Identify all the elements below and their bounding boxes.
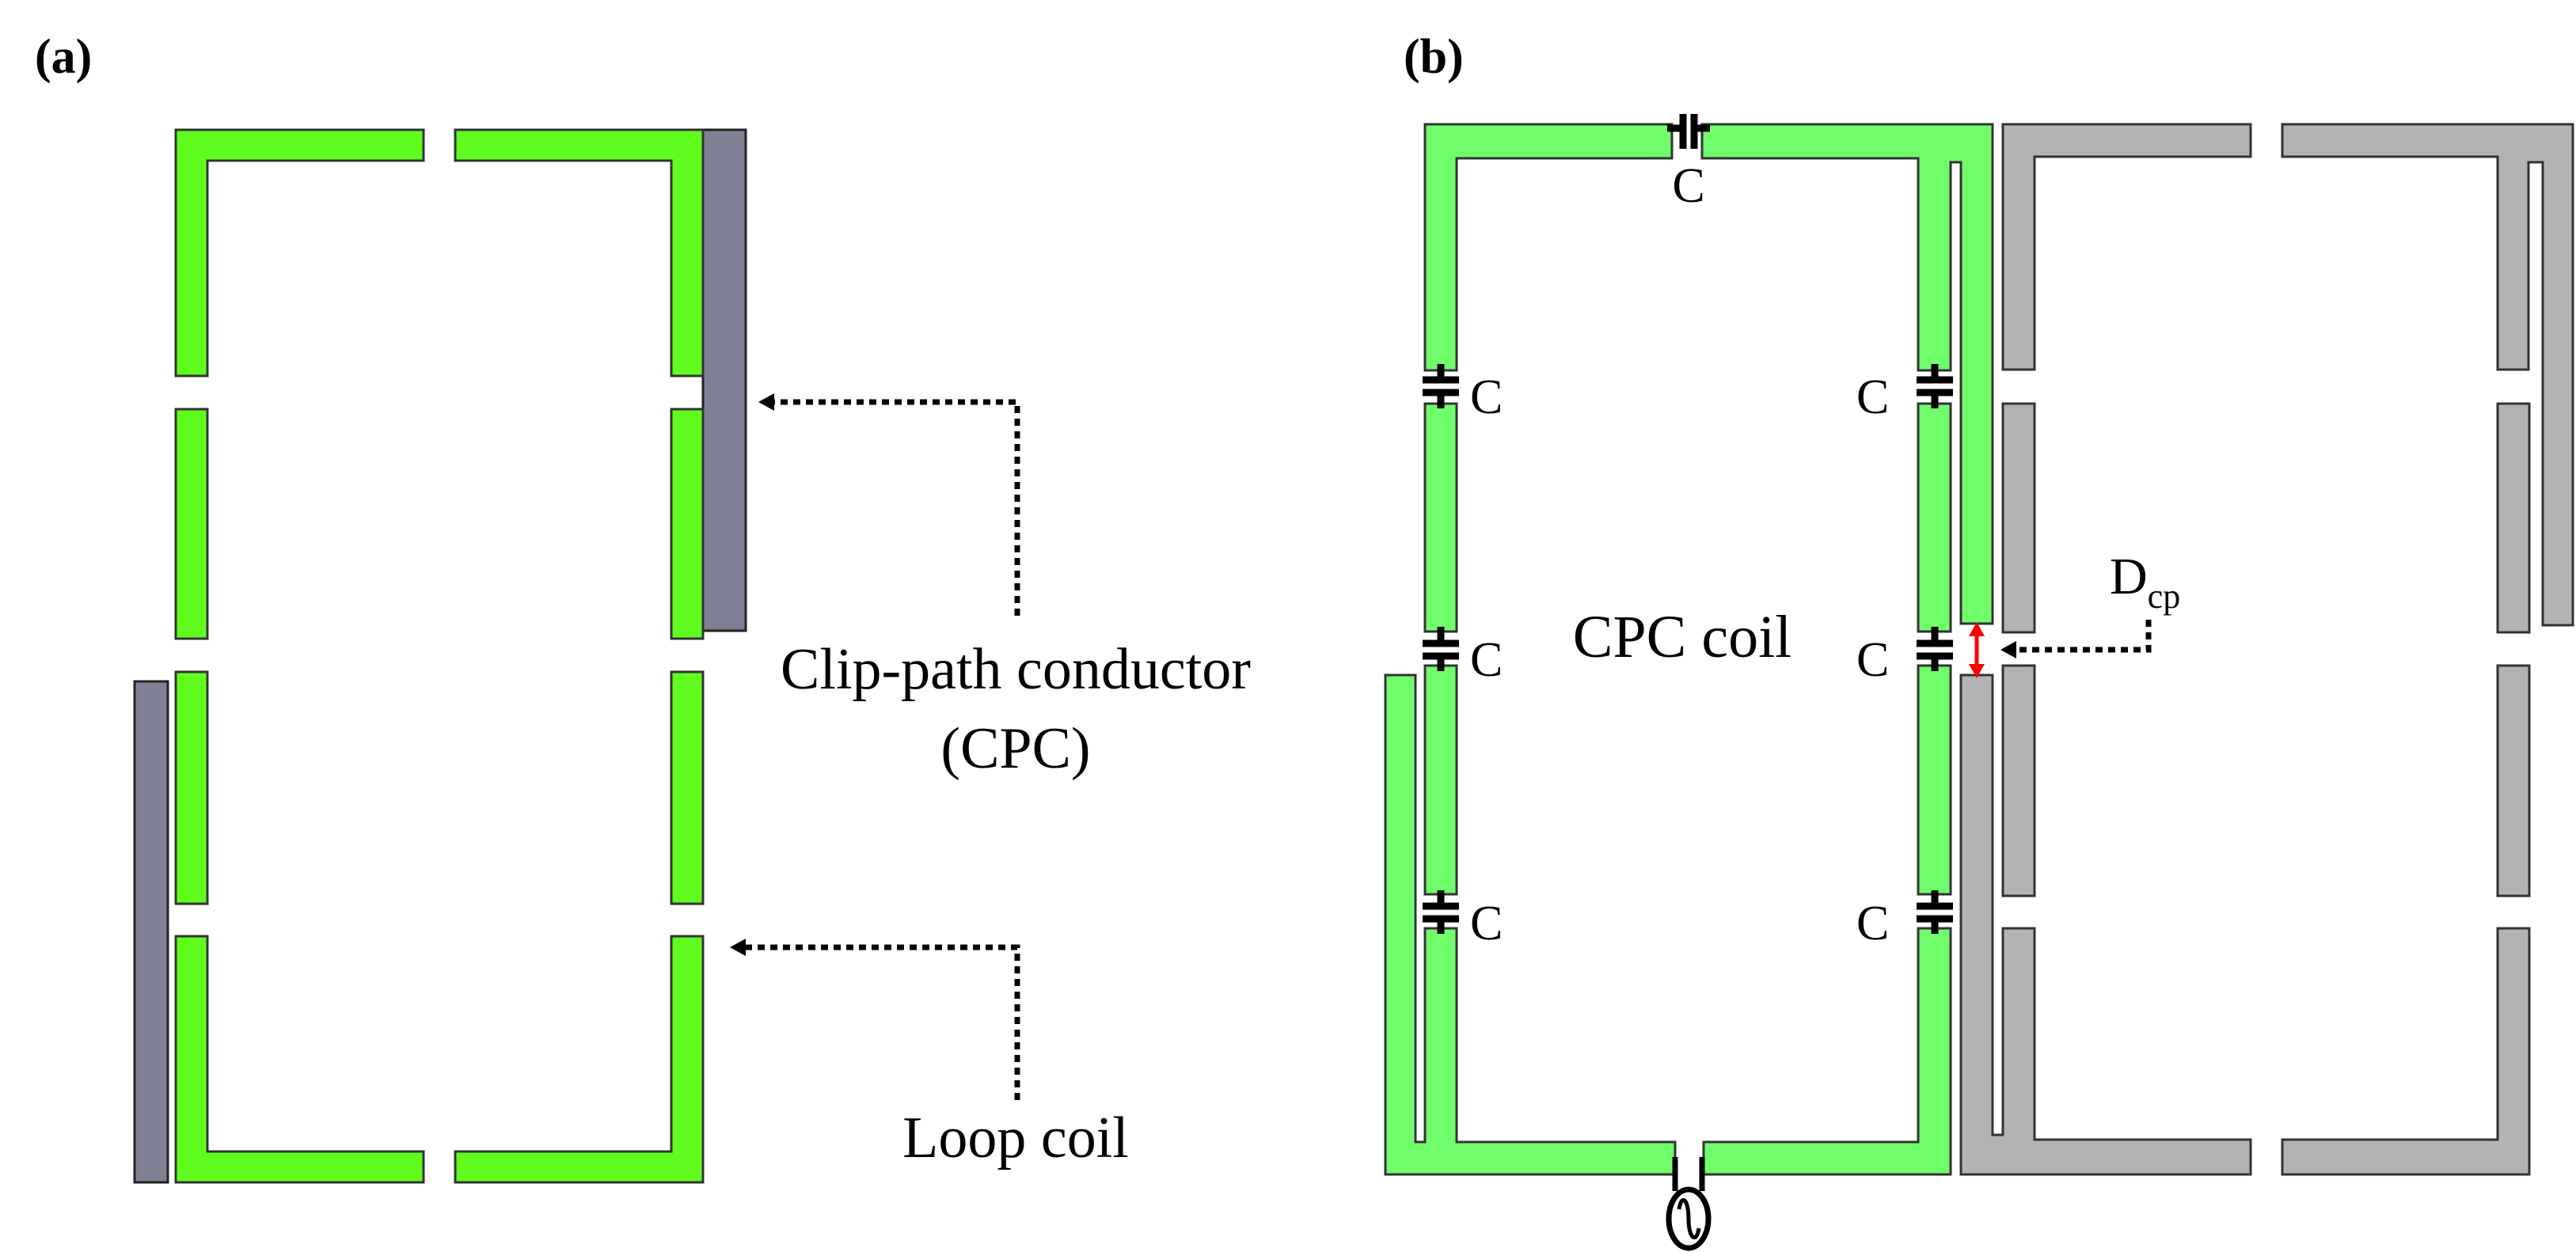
ac-source [1666,1157,1712,1251]
coil-segment-top-right-with-cpc [1700,123,1994,625]
capacitor-right-2 [1917,627,1953,671]
loop-segment-right-2 [670,408,705,640]
neighbor-coil [1959,123,2574,1176]
distance-pointer-line [2015,620,2152,653]
capacitor-label-right-3: C [1856,897,1889,950]
neighbor-segment-left-2 [2001,402,2036,634]
capacitor-label-left-2: C [1470,633,1503,687]
capacitor-label-right-2: C [1856,633,1889,687]
coil-segment-top-left [1423,123,1674,372]
neighbor-segment-top-right [2281,123,2574,627]
capacitor-left-1 [1423,364,1459,408]
capacitor-icon [1667,114,1710,149]
neighbor-segment-top-left [2001,123,2252,371]
panel-a-label: (a) [35,30,92,84]
neighbor-segment-bottom-left [1959,673,2252,1176]
loop-segment-left-3 [174,670,209,905]
capacitor-label-left-3: C [1470,897,1503,950]
neighbor-segment-bottom-right [2281,927,2531,1176]
capacitor-icon [1917,364,1953,408]
capacitor-label-right-1: C [1856,370,1889,424]
cpc-label-line1: Clip-path conductor [781,637,1251,702]
loop-segment-top-right [454,128,705,377]
loop-segment-left-2 [174,408,209,640]
distance-pointer-arrowhead [2000,641,2016,658]
neighbor-segment-right-3 [2496,664,2531,897]
capacitor-label-left-1: C [1470,370,1503,424]
neighbor-segment-left-3 [2001,664,2036,897]
distance-arrowhead-up [1969,622,1985,636]
loop-pointer-line [744,944,1020,1100]
loop-segment-right-3 [670,670,705,905]
capacitor-icon [1917,890,1953,934]
source-leads [1672,1157,1705,1191]
capacitor-label-top: C [1672,159,1704,213]
coil-segment-bottom-left-with-cpc [1384,673,1677,1176]
panel-a: (a) Clip-path conductor (CPC) Loop coil [35,30,1251,1184]
capacitor-left-2 [1423,627,1459,671]
capacitor-right-1 [1917,364,1953,408]
coil-segment-left-3 [1423,664,1458,896]
panel-b-label: (b) [1404,30,1464,84]
sine-wave-icon [1677,1197,1701,1240]
loop-segment-bottom-right [454,935,705,1184]
capacitor-left-3 [1423,890,1459,934]
coil-segment-bottom-right [1702,927,1952,1176]
coil-segment-right-3 [1917,664,1952,896]
capacitor-icon [1423,364,1459,408]
coil-segment-right-2 [1917,402,1952,633]
cpc-pointer-arrowhead [758,393,774,411]
distance-arrow [1969,622,1985,678]
capacitor-icon [1423,890,1459,934]
distance-label-sub: cp [2148,577,2181,616]
cpc-pointer-line [772,399,1020,616]
loop-pointer-arrowhead [730,939,746,956]
coil-label: CPC coil [1573,604,1792,670]
distance-label: Dcp [2110,548,2180,616]
coil-segment-left-2 [1423,402,1458,633]
capacitor-icon [1917,627,1953,671]
capacitor-icon [1423,627,1459,671]
loop-segment-top-left [174,128,425,377]
loop-segment-bottom-left [174,935,425,1184]
neighbor-segment-right-2 [2496,402,2531,634]
cpc-label-line2: (CPC) [940,716,1090,781]
cpc-strip-right [701,128,747,632]
cpc-strip-left [133,680,169,1184]
loop-coil-label: Loop coil [902,1106,1129,1170]
capacitor-top [1667,114,1710,149]
capacitor-right-3 [1917,890,1953,934]
distance-arrowhead-down [1969,664,1985,678]
distance-label-main: D [2110,548,2148,605]
panel-b: (b) [1384,30,2574,1251]
